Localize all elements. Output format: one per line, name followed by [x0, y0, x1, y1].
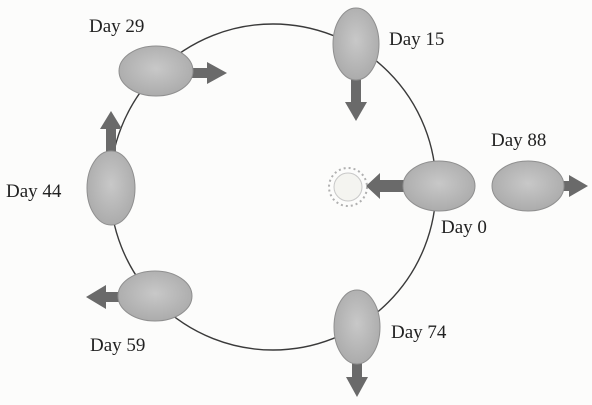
- sun-icon: [329, 168, 367, 206]
- label-day-88: Day 88: [491, 130, 546, 151]
- label-day-59: Day 59: [90, 335, 145, 356]
- planet-day-59: [86, 271, 192, 321]
- arrow-day-74: [346, 377, 368, 397]
- arrow-day-44: [100, 111, 122, 129]
- planet-day-15: [333, 8, 379, 121]
- arrow-day-15: [345, 102, 367, 121]
- label-day-44: Day 44: [6, 181, 62, 202]
- label-day-29: Day 29: [89, 16, 144, 37]
- label-day-15: Day 15: [389, 29, 444, 50]
- planet-day-74: [334, 290, 380, 397]
- label-day-0: Day 0: [441, 217, 487, 238]
- arrow-day-29: [207, 62, 227, 84]
- arrow-day-88: [569, 175, 588, 197]
- arrow-day-59: [86, 285, 106, 309]
- arrow-day-0: [366, 173, 405, 199]
- planet-day-29: [119, 46, 227, 96]
- planet-day-0: [366, 161, 475, 211]
- planet-day-44: [87, 111, 135, 225]
- planet-day-88: [492, 161, 588, 211]
- label-day-74: Day 74: [391, 322, 447, 343]
